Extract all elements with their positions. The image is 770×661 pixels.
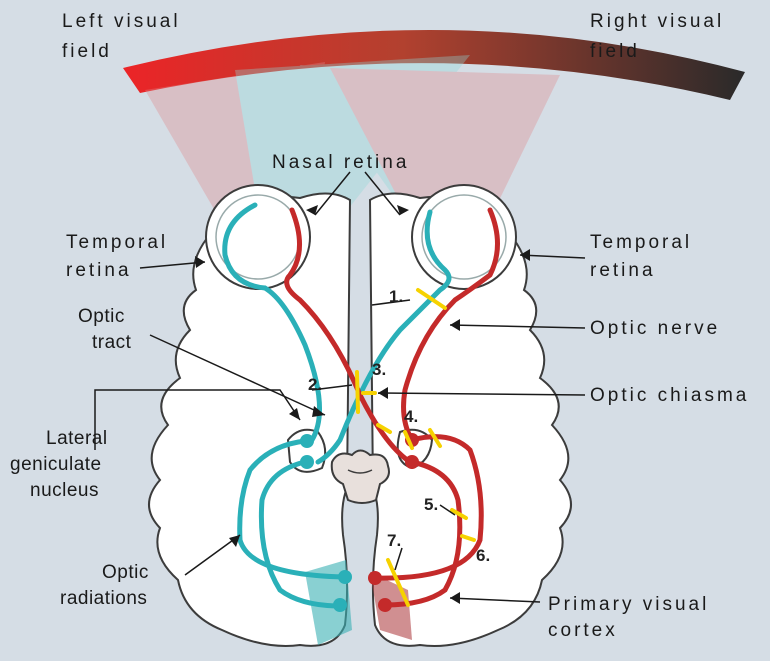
lesion-1-label: 1.: [389, 287, 403, 306]
right-visual-field-label-l1: Right visual: [590, 11, 724, 32]
optic-tract-label-l1: Optic: [78, 306, 125, 327]
svg-text:Left visual: Left visual: [62, 11, 181, 32]
lgn-label-l1: Lateral: [46, 428, 108, 449]
svg-text:field: field: [62, 41, 112, 62]
temporal-retina-right-l1: Temporal: [590, 232, 692, 253]
lesion-6-label: 6.: [476, 546, 490, 565]
svg-text:field: field: [590, 41, 640, 62]
lesion-3-label: 3.: [372, 360, 386, 379]
right-visual-field-label-l2: field: [590, 41, 640, 62]
lgn-label-l2: geniculate: [10, 454, 102, 475]
lgn-label-l3: nucleus: [30, 480, 99, 501]
nasal-retina-label: Nasal retina: [272, 152, 409, 173]
optic-radiations-label-l1: Optic: [102, 562, 149, 583]
temporal-retina-left-l2: retina: [66, 260, 132, 281]
svg-text:Right visual: Right visual: [590, 11, 724, 32]
eyeballs: [206, 185, 516, 289]
optic-radiations-label-l2: radiations: [60, 588, 147, 609]
left-visual-field-label-l2: field: [62, 41, 112, 62]
temporal-retina-right-l2: retina: [590, 260, 656, 281]
lesion-7-label: 7.: [387, 531, 401, 550]
lesion-2-label: 2.: [308, 375, 322, 394]
primary-visual-cortex-label-l1: Primary visual: [548, 594, 709, 615]
temporal-retina-left-l1: Temporal: [66, 232, 168, 253]
primary-visual-cortex-label-l2: cortex: [548, 620, 618, 641]
lesion-5-label: 5.: [424, 495, 438, 514]
lesion-4-label: 4.: [404, 407, 418, 426]
left-visual-field-label-l1: Left visual: [62, 11, 181, 32]
optic-chiasma-label: Optic chiasma: [590, 385, 749, 406]
optic-tract-label-l2: tract: [92, 332, 132, 353]
optic-nerve-label: Optic nerve: [590, 318, 720, 339]
